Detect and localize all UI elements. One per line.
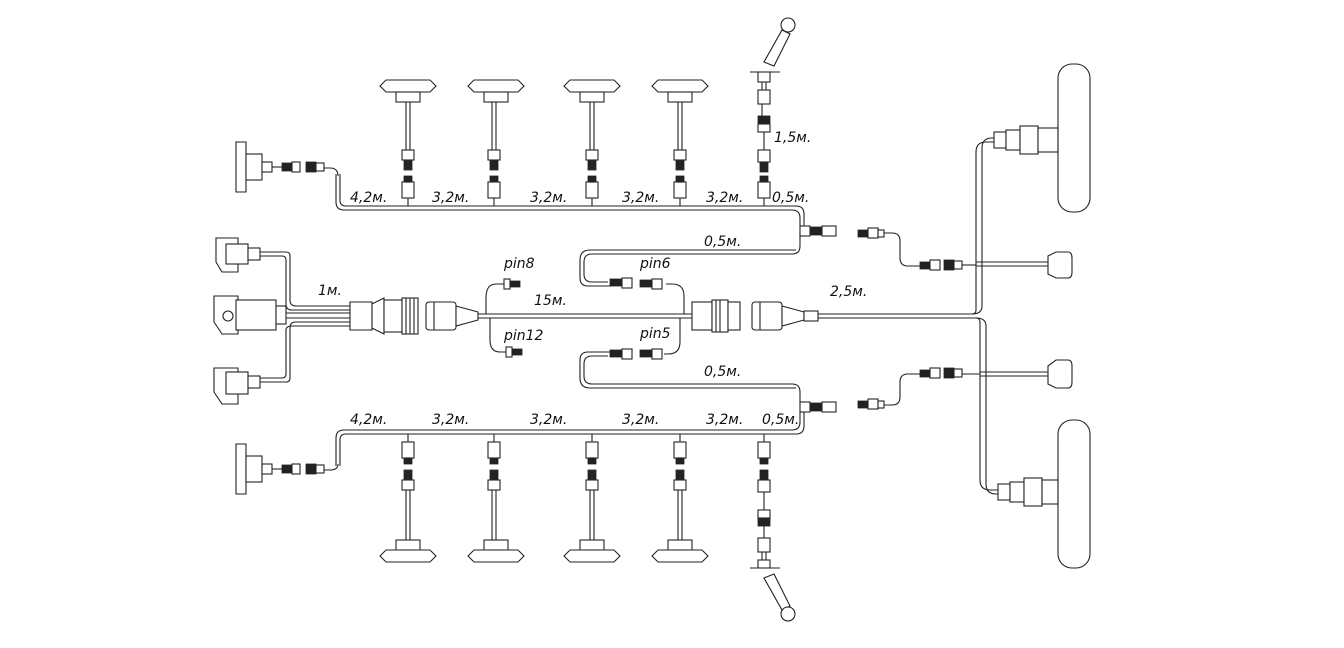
- top-left-side-marker: [235, 141, 339, 193]
- bottom-marker-1: [379, 434, 437, 563]
- top-marker-4: [651, 79, 709, 206]
- top-marker-2: [467, 79, 525, 206]
- top-seg-6-label: 0,5м.: [772, 190, 809, 206]
- left-socket-lower: [213, 367, 261, 405]
- rear-trunk: [818, 137, 1048, 495]
- pin12-connector: [505, 346, 523, 358]
- pin6-label: pin6: [639, 256, 671, 272]
- rear-lamp-upper-connector: [993, 125, 1059, 155]
- top-seg-1-label: 4,2м.: [350, 190, 387, 206]
- bottom-link-label: 0,5м.: [704, 364, 741, 380]
- bottom-marker-4: [651, 434, 709, 563]
- bottom-seg-5-label: 3,2м.: [706, 412, 743, 428]
- pin5-label: pin5: [639, 326, 671, 342]
- side-marker-rear-lower: [1047, 359, 1073, 389]
- top-seg-5-label: 3,2м.: [706, 190, 743, 206]
- center-connector-right: [751, 301, 819, 331]
- left-wires: [260, 251, 350, 383]
- bottom-link-wire: [579, 348, 837, 413]
- left-cable-label: 1м.: [318, 283, 342, 299]
- top-link-wire: [579, 225, 837, 289]
- bottom-marker-2: [467, 434, 525, 563]
- pin6-connector: [639, 278, 663, 290]
- top-seg-3-label: 3,2м.: [530, 190, 567, 206]
- left-socket-middle: [213, 295, 287, 335]
- bottom-seg-3-label: 3,2м.: [530, 412, 567, 428]
- bottom-seg-6-label: 0,5м.: [762, 412, 799, 428]
- rear-lamp-lower-connector: [997, 477, 1059, 507]
- bottom-clearance-lamp: [750, 434, 796, 622]
- top-seg-2-label: 3,2м.: [432, 190, 469, 206]
- bottom-seg-1-label: 4,2м.: [350, 412, 387, 428]
- top-marker-1: [379, 79, 437, 206]
- side-marker-rear-upper: [1047, 251, 1073, 279]
- top-seg-4-label: 3,2м.: [622, 190, 659, 206]
- bottom-bus-wire: [335, 412, 805, 466]
- left-socket-upper: [215, 237, 261, 273]
- top-clearance-lamp: [750, 17, 796, 206]
- bottom-seg-4-label: 3,2м.: [622, 412, 659, 428]
- bottom-marker-3: [563, 434, 621, 563]
- top-bus-wire: [335, 174, 805, 226]
- main-cable-label: 15м.: [534, 293, 567, 309]
- pin8-connector: [503, 278, 521, 290]
- pin12-label: pin12: [503, 328, 544, 344]
- bottom-left-side-marker: [235, 443, 339, 495]
- top-marker-3: [563, 79, 621, 206]
- rear-cable-label: 2,5м.: [830, 284, 867, 300]
- top-branch-label: 1,5м.: [774, 130, 811, 146]
- center-connector-left: [691, 299, 741, 333]
- rear-lamp-lower: [1057, 419, 1091, 569]
- rear-lamp-upper: [1057, 63, 1091, 213]
- trunk-feed-upper: [857, 227, 976, 271]
- bottom-seg-2-label: 3,2м.: [432, 412, 469, 428]
- left-plug-connector: [349, 297, 457, 335]
- main-cable: [455, 283, 692, 355]
- trunk-feed-lower: [857, 367, 980, 410]
- top-link-label: 0,5м.: [704, 234, 741, 250]
- pin8-label: pin8: [503, 256, 535, 272]
- pin5-connector: [639, 348, 663, 360]
